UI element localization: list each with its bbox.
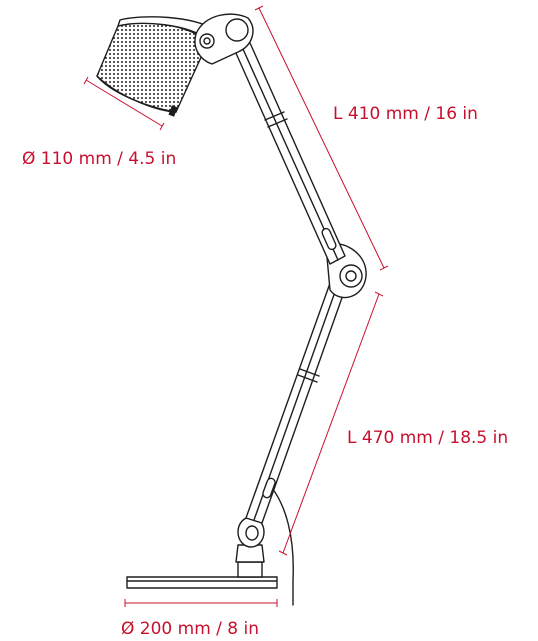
lamp-drawing <box>96 13 367 606</box>
dimension-lines <box>83 5 389 607</box>
base-pivot <box>235 516 265 563</box>
power-cable <box>271 487 294 606</box>
base-diameter-label: Ø 200 mm / 8 in <box>121 619 259 639</box>
base-diameter-line <box>124 599 278 607</box>
lower-arm-length-line <box>278 291 384 556</box>
lower-arm <box>245 271 350 524</box>
lower-arm-length-label: L 470 mm / 18.5 in <box>347 428 508 448</box>
upper-arm-length-line <box>254 5 389 271</box>
head-pivot <box>194 13 254 65</box>
lamp-base <box>126 561 278 589</box>
shade-diameter-line <box>83 76 165 131</box>
shade-diameter-label: Ø 110 mm / 4.5 in <box>22 149 176 169</box>
upper-arm-length-label: L 410 mm / 16 in <box>333 104 478 124</box>
